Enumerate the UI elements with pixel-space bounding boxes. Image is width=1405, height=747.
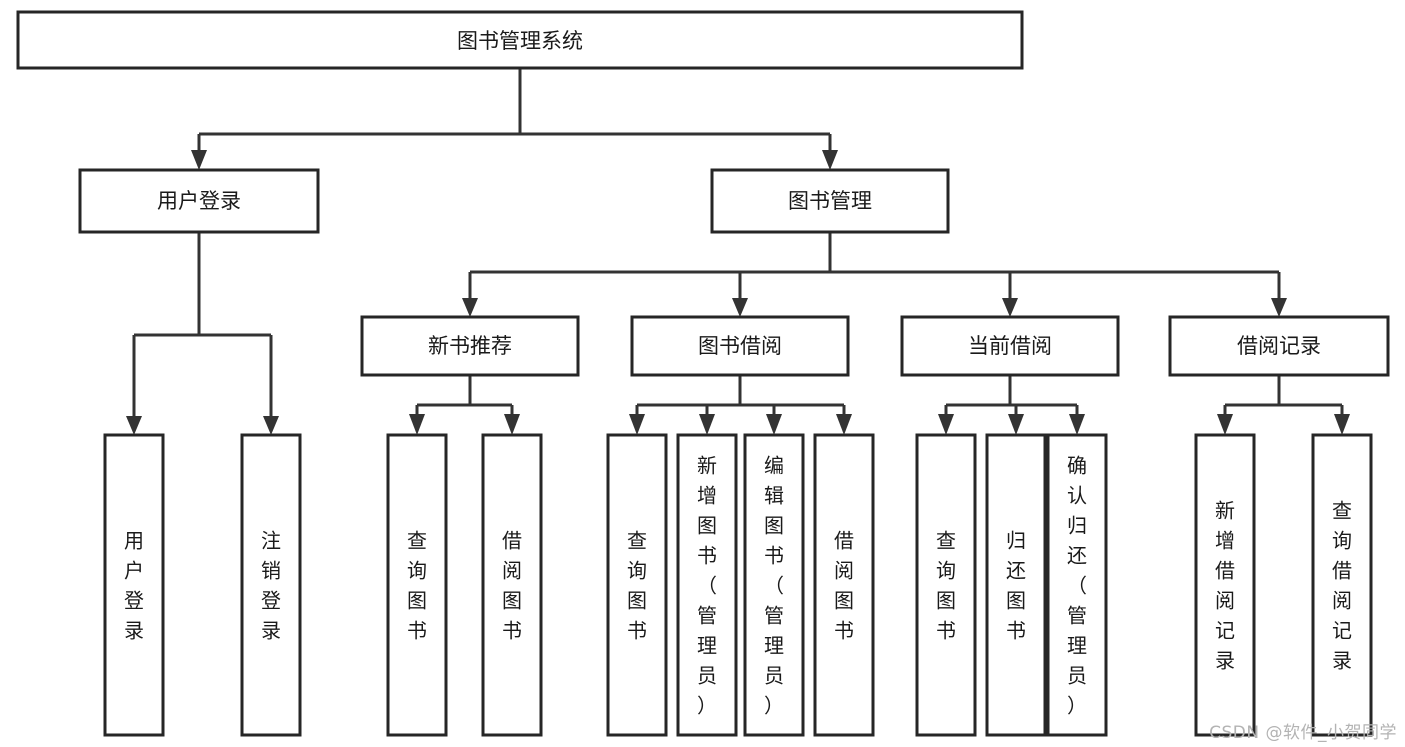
node-l3_1[interactable]: 新书推荐 bbox=[360, 315, 580, 377]
arrow-head-leaf_10 bbox=[1008, 414, 1024, 435]
node-leaf_11-label: 确认归还（管理员） bbox=[1067, 453, 1087, 717]
node-leaf_8-box[interactable] bbox=[813, 433, 875, 737]
node-l2_1-box[interactable] bbox=[78, 168, 320, 234]
node-leaf_2-label: 注销登录 bbox=[261, 528, 281, 642]
node-root-box[interactable] bbox=[16, 10, 1024, 70]
node-leaf_1-box[interactable] bbox=[103, 433, 165, 737]
node-leaf_8[interactable] bbox=[813, 433, 875, 737]
connector-group-l2_2 bbox=[462, 232, 1287, 317]
node-leaf_4-label: 借阅图书 bbox=[502, 528, 522, 642]
arrow-head-leaf_7 bbox=[766, 414, 782, 435]
node-leaf_13-label: 查询借阅记录 bbox=[1332, 498, 1352, 672]
node-l3_2-label: 图书借阅 bbox=[698, 334, 782, 358]
node-leaf_11[interactable] bbox=[1046, 433, 1108, 737]
node-leaf_2-box[interactable] bbox=[240, 433, 302, 737]
node-leaf_7-box[interactable] bbox=[743, 433, 805, 737]
node-leaf_10-label: 归还图书 bbox=[1006, 528, 1026, 642]
node-l2_1-label: 用户登录 bbox=[157, 189, 241, 213]
arrow-head-leaf_12 bbox=[1217, 414, 1233, 435]
node-leaf_1-label: 用户登录 bbox=[124, 528, 144, 642]
connector-group-l3_4 bbox=[1217, 375, 1350, 435]
node-l3_1-label: 新书推荐 bbox=[428, 334, 512, 358]
node-leaf_7[interactable] bbox=[743, 433, 805, 737]
arrow-head-leaf_1 bbox=[126, 416, 142, 435]
node-l2_2[interactable]: 图书管理 bbox=[710, 168, 950, 234]
connector-group-l3_2 bbox=[629, 375, 852, 435]
node-l2_1[interactable]: 用户登录 bbox=[78, 168, 320, 234]
arrow-head-l3_3 bbox=[1002, 298, 1018, 317]
node-leaf_6[interactable] bbox=[676, 433, 738, 737]
node-l3_1-box[interactable] bbox=[360, 315, 580, 377]
node-leaf_13-box[interactable] bbox=[1311, 433, 1373, 737]
arrow-head-leaf_13 bbox=[1334, 414, 1350, 435]
arrow-head-leaf_11 bbox=[1069, 414, 1085, 435]
node-leaf_6-label: 新增图书（管理员） bbox=[697, 453, 717, 717]
leaf-label-group: 用户登录 注销登录 查询图书 借阅图书 查询图书 新增图书（管理员） 编辑图书（… bbox=[124, 453, 1352, 717]
node-leaf_13[interactable] bbox=[1311, 433, 1373, 737]
node-leaf_9-label: 查询图书 bbox=[936, 528, 956, 642]
node-leaf_1[interactable] bbox=[103, 433, 165, 737]
node-leaf_3-label: 查询图书 bbox=[407, 528, 427, 642]
node-l3_3-label: 当前借阅 bbox=[968, 334, 1052, 358]
node-leaf_5-label: 查询图书 bbox=[627, 528, 647, 642]
node-leaf_10[interactable] bbox=[985, 433, 1047, 737]
arrow-head-leaf_6 bbox=[699, 414, 715, 435]
node-leaf_4[interactable] bbox=[481, 433, 543, 737]
node-l3_4-label: 借阅记录 bbox=[1237, 334, 1321, 358]
arrow-head-leaf_9 bbox=[938, 414, 954, 435]
node-l3_2-box[interactable] bbox=[630, 315, 850, 377]
node-leaf_12[interactable] bbox=[1194, 433, 1256, 737]
node-l3_3-box[interactable] bbox=[900, 315, 1120, 377]
node-leaf_2[interactable] bbox=[240, 433, 302, 737]
node-root[interactable]: 图书管理系统 bbox=[16, 10, 1024, 70]
node-l3_4-box[interactable] bbox=[1168, 315, 1390, 377]
arrow-head-leaf_3 bbox=[409, 414, 425, 435]
node-leaf_3-box[interactable] bbox=[386, 433, 448, 737]
node-l2_2-box[interactable] bbox=[710, 168, 950, 234]
node-leaf_6-box[interactable] bbox=[676, 433, 738, 737]
node-leaf_12-box[interactable] bbox=[1194, 433, 1256, 737]
arrow-head-l2_1 bbox=[191, 150, 207, 170]
node-l3_2[interactable]: 图书借阅 bbox=[630, 315, 850, 377]
node-l2_2-label: 图书管理 bbox=[788, 189, 872, 213]
node-leaf_4-box[interactable] bbox=[481, 433, 543, 737]
node-leaf_9-box[interactable] bbox=[915, 433, 977, 737]
arrow-head-leaf_5 bbox=[629, 414, 645, 435]
connector-group-root bbox=[191, 68, 838, 170]
node-leaf_7-label: 编辑图书（管理员） bbox=[764, 453, 784, 717]
node-leaf_5-box[interactable] bbox=[606, 433, 668, 737]
connector-group-l3_3 bbox=[938, 375, 1085, 435]
node-leaf_3[interactable] bbox=[386, 433, 448, 737]
arrow-head-l2_2 bbox=[822, 150, 838, 170]
arrow-head-leaf_2 bbox=[263, 416, 279, 435]
arrow-head-leaf_4 bbox=[504, 414, 520, 435]
node-leaf_5[interactable] bbox=[606, 433, 668, 737]
node-l3_3[interactable]: 当前借阅 bbox=[900, 315, 1120, 377]
node-root-label: 图书管理系统 bbox=[457, 29, 583, 53]
node-leaf_10-box[interactable] bbox=[985, 433, 1047, 737]
node-leaf_8-label: 借阅图书 bbox=[834, 528, 854, 642]
arrow-head-leaf_8 bbox=[836, 414, 852, 435]
arrow-head-l3_1 bbox=[462, 298, 478, 317]
connector-group-l2_1 bbox=[126, 232, 279, 435]
node-leaf_9[interactable] bbox=[915, 433, 977, 737]
node-l3_4[interactable]: 借阅记录 bbox=[1168, 315, 1390, 377]
arrow-head-l3_4 bbox=[1271, 298, 1287, 317]
arrow-head-l3_2 bbox=[732, 298, 748, 317]
node-leaf_11-box[interactable] bbox=[1046, 433, 1108, 737]
connector-group-l3_1 bbox=[409, 375, 520, 435]
node-leaf_12-label: 新增借阅记录 bbox=[1215, 498, 1235, 672]
